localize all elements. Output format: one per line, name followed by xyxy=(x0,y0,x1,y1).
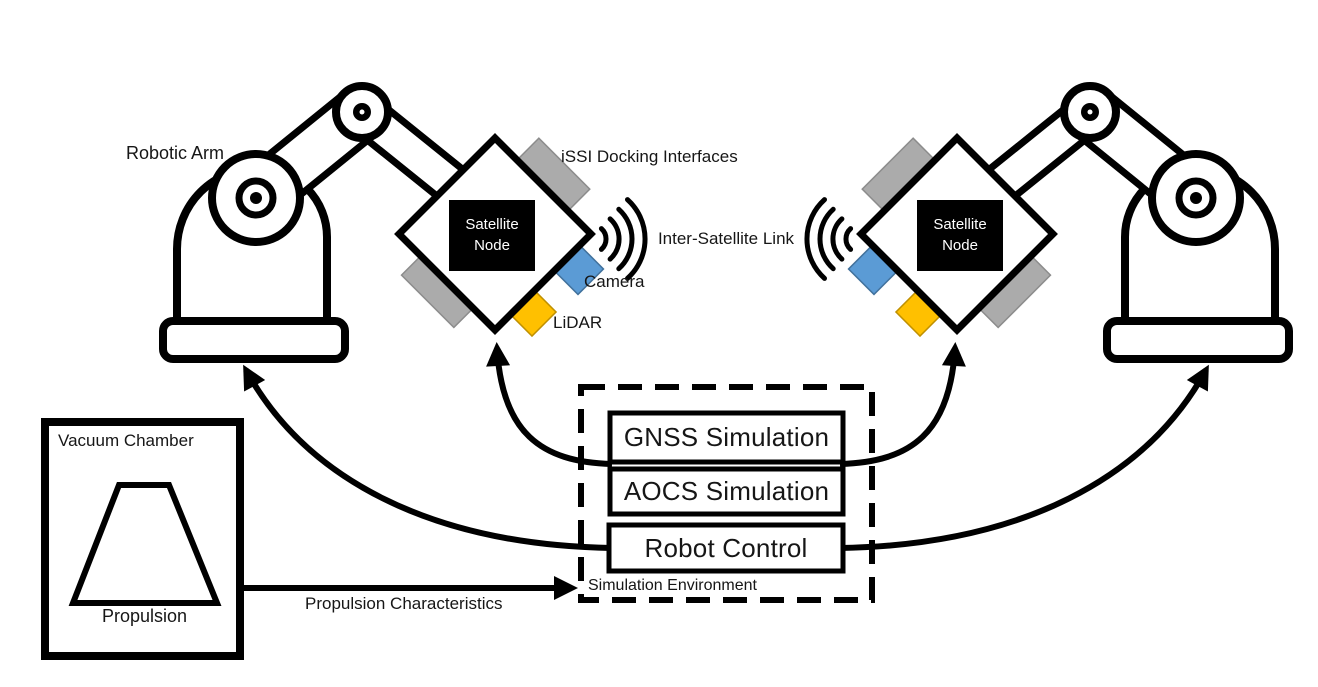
arrow-robotcontrol-to-left-arm xyxy=(243,364,613,551)
propulsion-characteristics-label: Propulsion Characteristics xyxy=(305,594,503,613)
connection-arrows xyxy=(243,342,1209,600)
arrow-robotcontrol-to-right-arm xyxy=(839,364,1209,551)
propulsion-label: Propulsion xyxy=(102,606,188,626)
aocs-simulation-label: AOCS Simulation xyxy=(623,476,830,506)
arrow-gnss-to-right-satellite xyxy=(839,342,966,467)
right-satellite-arm-unit xyxy=(807,86,1289,359)
left-satellite-node-label: Satellite Node xyxy=(465,216,519,254)
inter-satellite-link-label: Inter-Satellite Link xyxy=(657,229,795,248)
camera-label: Camera xyxy=(584,272,645,291)
aocs-simulation-box xyxy=(607,466,846,517)
robotic-arm-label: Robotic Arm xyxy=(126,143,225,163)
gnss-simulation-box xyxy=(607,410,846,465)
simulation-environment-label: Simulation Environment xyxy=(588,577,757,594)
robot-control-label: Robot Control xyxy=(644,532,808,563)
vacuum-chamber-label: Vacuum Chamber xyxy=(58,431,194,450)
issi-docking-interfaces-label: iSSI Docking Interfaces xyxy=(561,147,738,166)
simulation-environment-box xyxy=(578,384,875,603)
lidar-label: LiDAR xyxy=(553,313,603,332)
right-satellite-node-label: Satellite Node xyxy=(933,216,987,254)
propulsion-thruster-icon xyxy=(68,482,222,606)
simulation-module-boxes xyxy=(606,410,846,574)
robot-control-box xyxy=(606,522,846,574)
vacuum-chamber-box xyxy=(41,418,244,660)
arrow-gnss-to-left-satellite xyxy=(486,342,613,467)
gnss-simulation-label: GNSS Simulation xyxy=(623,422,830,452)
